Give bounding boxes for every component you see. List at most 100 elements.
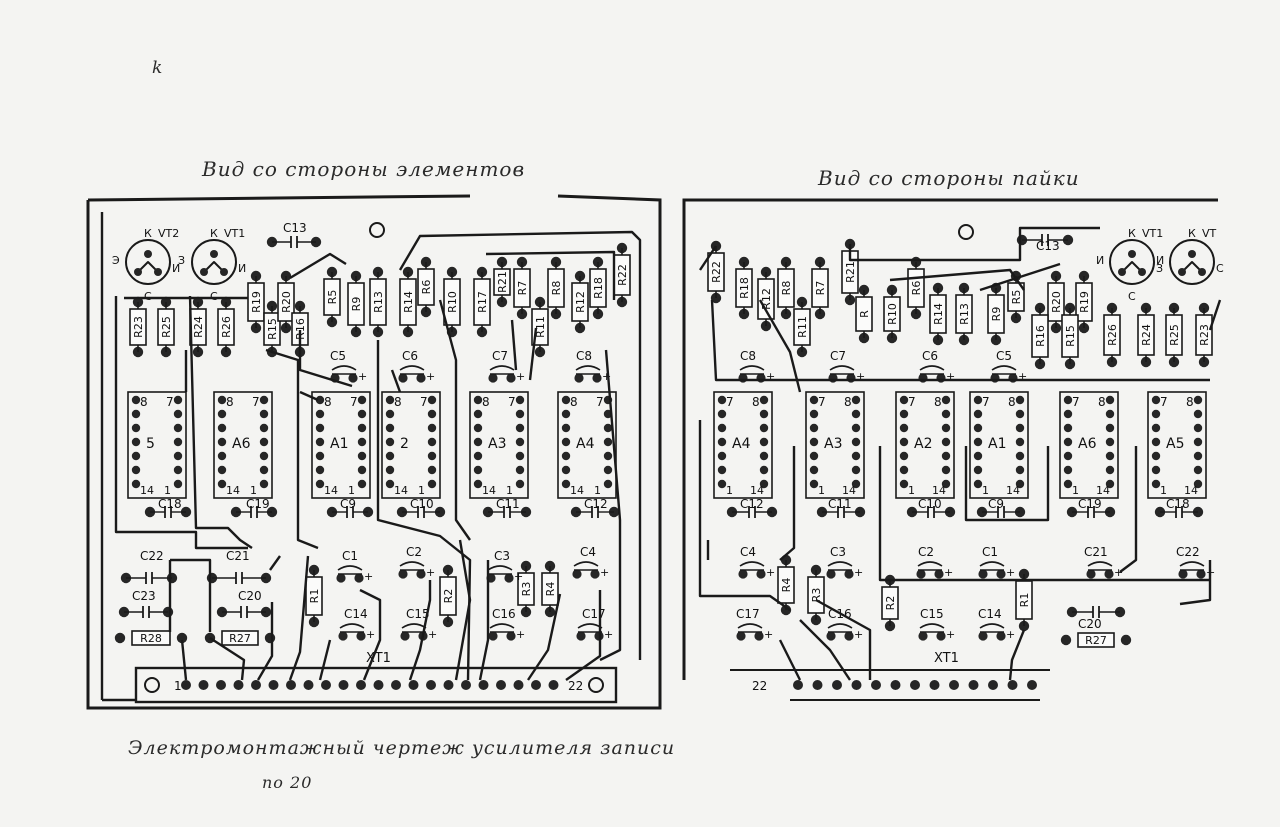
resistor-body (1103, 314, 1121, 356)
pad (531, 680, 541, 690)
resistor-body (129, 308, 147, 346)
pad (1105, 395, 1115, 405)
pad (134, 268, 142, 276)
pad (809, 465, 819, 475)
pad (1063, 409, 1073, 419)
trace (390, 369, 402, 393)
pad (949, 680, 959, 690)
ic-pin-number: 8 (394, 395, 402, 409)
pad (427, 465, 437, 475)
pad (759, 479, 769, 489)
pad (759, 423, 769, 433)
pad (1086, 569, 1096, 579)
resistor-label: R21 (844, 261, 857, 283)
board-outline (86, 194, 662, 710)
resistor-label: R23 (132, 316, 145, 338)
pad (398, 373, 408, 383)
pad (936, 631, 946, 641)
pad (561, 437, 571, 447)
ic-reference: 5 (146, 436, 155, 452)
pad (426, 680, 436, 690)
connector-outline (134, 666, 618, 704)
resistor-label: R10 (886, 303, 899, 325)
pad (576, 631, 586, 641)
capacitor-label: C9 (340, 497, 356, 511)
ic-pin-number: 14 (932, 484, 946, 497)
trace (1181, 261, 1203, 273)
pad (899, 437, 909, 447)
transistor-outline (1109, 239, 1155, 285)
pad (400, 631, 410, 641)
pad (268, 680, 279, 690)
resistor-label: R (858, 310, 871, 318)
pad (1105, 437, 1115, 447)
pad (844, 631, 854, 641)
trace (269, 555, 281, 571)
pad (473, 409, 483, 419)
electrolytic-symbol (489, 623, 515, 633)
pad (1151, 409, 1161, 419)
resistor-label: R12 (760, 288, 773, 310)
pad (1015, 479, 1025, 489)
pad (759, 409, 769, 419)
ic-outline (381, 391, 441, 499)
resistor-body (277, 282, 295, 322)
pad (216, 680, 226, 690)
pad (899, 423, 909, 433)
connector-hole (144, 677, 160, 693)
pad (315, 409, 325, 419)
lead-label: И (238, 262, 246, 275)
resistor-body (1165, 314, 1183, 356)
ic-pin-number: 14 (140, 484, 154, 497)
resistor-label: R5 (1010, 290, 1023, 305)
pad (736, 631, 746, 641)
pad (826, 631, 836, 641)
lead-label: И (1096, 254, 1104, 267)
pad (315, 423, 325, 433)
ic-outline (311, 391, 371, 499)
resistor-label: R11 (796, 316, 809, 338)
resistor-body (517, 572, 535, 606)
trace (1179, 560, 1212, 606)
trace (170, 558, 212, 632)
ic-pin-number: 7 (166, 395, 174, 409)
pad (356, 680, 366, 690)
ic-pin-number: 1 (982, 484, 989, 497)
pad (941, 437, 951, 447)
resistor-body (443, 278, 461, 326)
pad (1138, 268, 1146, 276)
trace (398, 230, 642, 660)
polarity-mark: + (854, 628, 863, 641)
pad (941, 451, 951, 461)
pad (1118, 268, 1126, 276)
capacitor-label: C4 (580, 545, 596, 559)
trace (964, 446, 1050, 522)
resistor-body (793, 308, 811, 346)
ic-pin-number: 8 (1186, 395, 1194, 409)
ic-pin-number: 1 (908, 484, 915, 497)
ic-outline (969, 391, 1029, 499)
solder-side-title: Вид со стороны пайки (818, 166, 1080, 190)
ic-reference: A6 (1078, 436, 1097, 452)
capacitor-label: C3 (830, 545, 846, 559)
capacitor-label: C12 (740, 497, 764, 511)
pad (759, 465, 769, 475)
pad (357, 409, 367, 419)
pad (717, 437, 727, 447)
transistor-outline (1169, 239, 1215, 285)
pad (1015, 465, 1025, 475)
pad (357, 423, 367, 433)
pad (217, 451, 227, 461)
resistor-body (1047, 282, 1065, 322)
resistor-label: R14 (932, 303, 945, 325)
pad (506, 631, 516, 641)
pad (461, 680, 471, 690)
resistor-body (1061, 314, 1079, 358)
trace (359, 588, 382, 681)
resistor-label: R6 (420, 280, 433, 295)
capacitor-label: C12 (584, 497, 608, 511)
capacitor-label: C18 (1166, 497, 1190, 511)
lead-label: С (210, 290, 218, 303)
transistor-reference: VT (1202, 227, 1217, 240)
polarity-mark: + (946, 628, 955, 641)
